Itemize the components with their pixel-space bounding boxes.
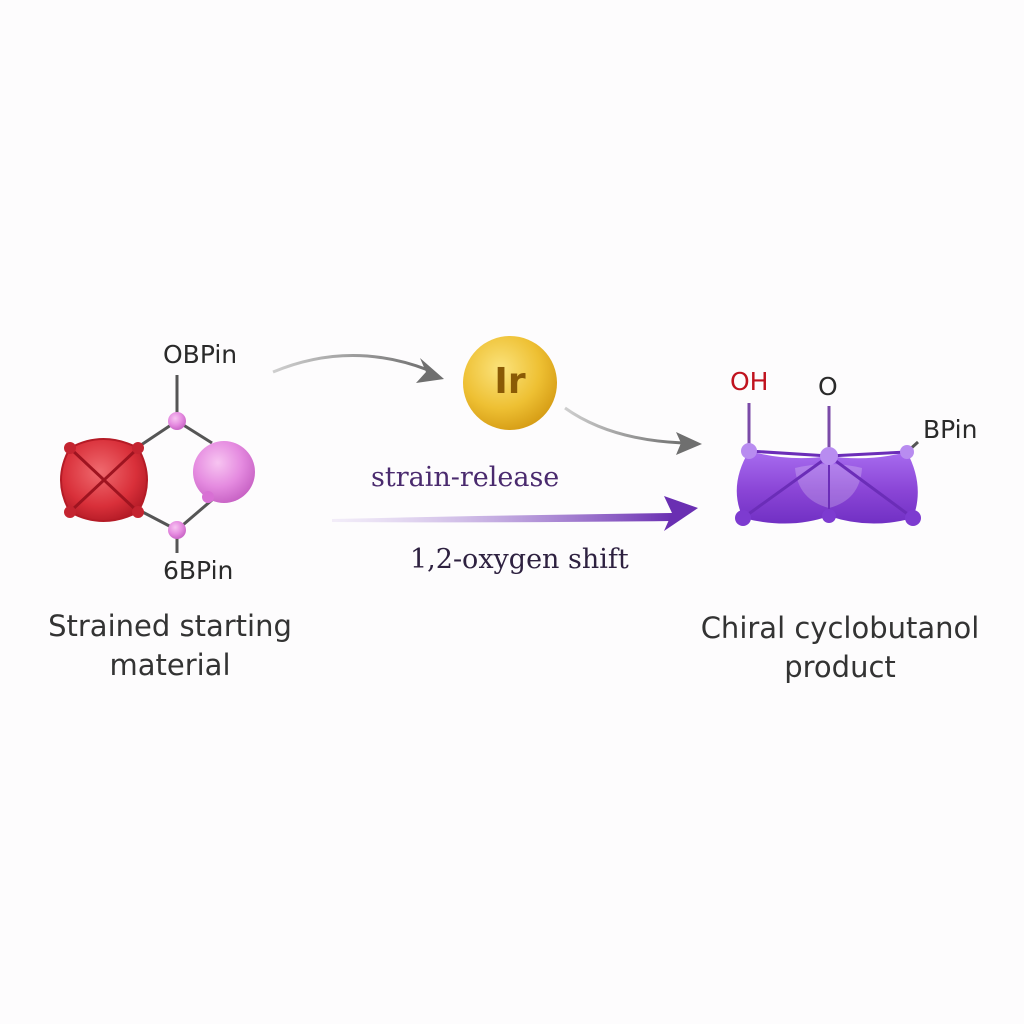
product-label-bpin: BPin: [923, 415, 978, 444]
caption-line: Chiral cyclobutanol: [700, 611, 980, 645]
caption-line: product: [784, 650, 896, 684]
starting-label-obpin: OBPin: [163, 340, 238, 369]
ring-vertex: [822, 509, 836, 523]
cage-vertex: [64, 442, 76, 454]
iridium-catalyst-sphere: [463, 336, 557, 430]
product-label-oh: OH: [730, 367, 769, 396]
ring-bond: [828, 450, 908, 458]
catalyst-label: Ir: [494, 361, 526, 402]
ring-vertex: [900, 445, 914, 459]
starting-material-structure: [60, 375, 255, 553]
arrowhead: [416, 358, 444, 383]
arrow-to-catalyst: [272, 354, 444, 383]
cage-vertex: [132, 442, 144, 454]
arrowhead: [676, 432, 702, 455]
sphere-side-node: [202, 491, 214, 503]
product-caption: Chiral cyclobutanol product: [670, 609, 1010, 687]
caption-line: Strained starting: [48, 609, 292, 643]
condition-strain-release: strain-release: [371, 462, 560, 493]
top-node: [168, 412, 186, 430]
condition-oxygen-shift: 1,2-oxygen shift: [410, 544, 629, 575]
product-label-o: O: [818, 372, 838, 401]
ring-vertex: [735, 510, 751, 526]
ring-vertex: [741, 443, 757, 459]
cyclobutanol-ring-body: [736, 451, 918, 524]
ring-vertex: [820, 447, 838, 465]
ring-bond: [742, 454, 830, 520]
starting-label-bpin: 6BPin: [163, 556, 234, 585]
arrowhead: [664, 496, 698, 531]
main-reaction-arrow: [332, 496, 698, 531]
cage-vertex: [132, 506, 144, 518]
ring-bond: [748, 449, 830, 458]
pink-sphere-atom: [193, 441, 255, 503]
product-structure: [735, 403, 921, 526]
cage-vertex: [64, 506, 76, 518]
ring-vertex: [905, 510, 921, 526]
ring-bond: [828, 454, 914, 520]
starting-material-caption: Strained starting material: [0, 607, 340, 685]
caption-line: material: [109, 648, 231, 682]
bottom-node: [168, 521, 186, 539]
arrow-from-catalyst: [564, 406, 702, 455]
cage-cross-bond-2: [70, 448, 138, 512]
